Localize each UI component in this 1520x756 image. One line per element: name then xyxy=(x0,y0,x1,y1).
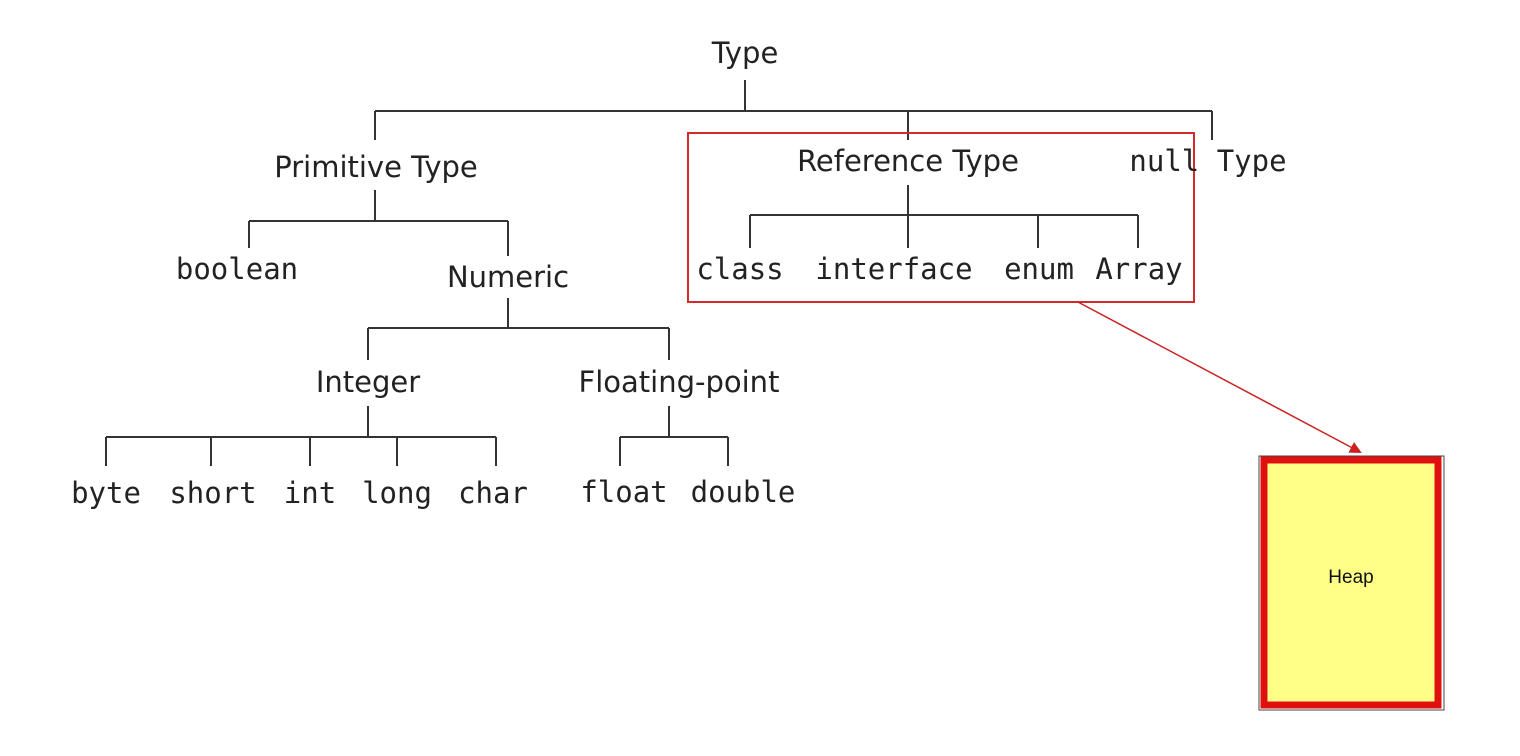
node-long: long xyxy=(362,476,432,510)
heap-arrow xyxy=(1077,301,1362,453)
node-integer: Integer xyxy=(316,365,420,399)
node-primitive-type: Primitive Type xyxy=(274,150,478,184)
node-enum: enum xyxy=(1004,252,1074,286)
node-byte: byte xyxy=(71,476,141,510)
reference-highlight-box xyxy=(687,132,1195,303)
tree-connectors xyxy=(105,80,1213,466)
heap-label: Heap xyxy=(1328,567,1373,588)
node-char: char xyxy=(458,476,528,510)
heap-box: Heap xyxy=(1258,455,1445,711)
node-float: float xyxy=(580,475,667,509)
node-int: int xyxy=(284,476,336,510)
node-type: Type xyxy=(711,36,779,70)
node-boolean: boolean xyxy=(176,252,298,286)
node-floating-point: Floating-point xyxy=(579,365,780,399)
node-numeric: Numeric xyxy=(447,260,569,294)
node-interface: interface xyxy=(815,252,972,286)
node-double: double xyxy=(691,475,796,509)
node-short: short xyxy=(169,476,256,510)
node-class: class xyxy=(696,252,783,286)
node-null-type: null Type xyxy=(1129,144,1286,178)
node-reference-type: Reference Type xyxy=(797,144,1019,178)
node-array: Array xyxy=(1095,252,1182,286)
